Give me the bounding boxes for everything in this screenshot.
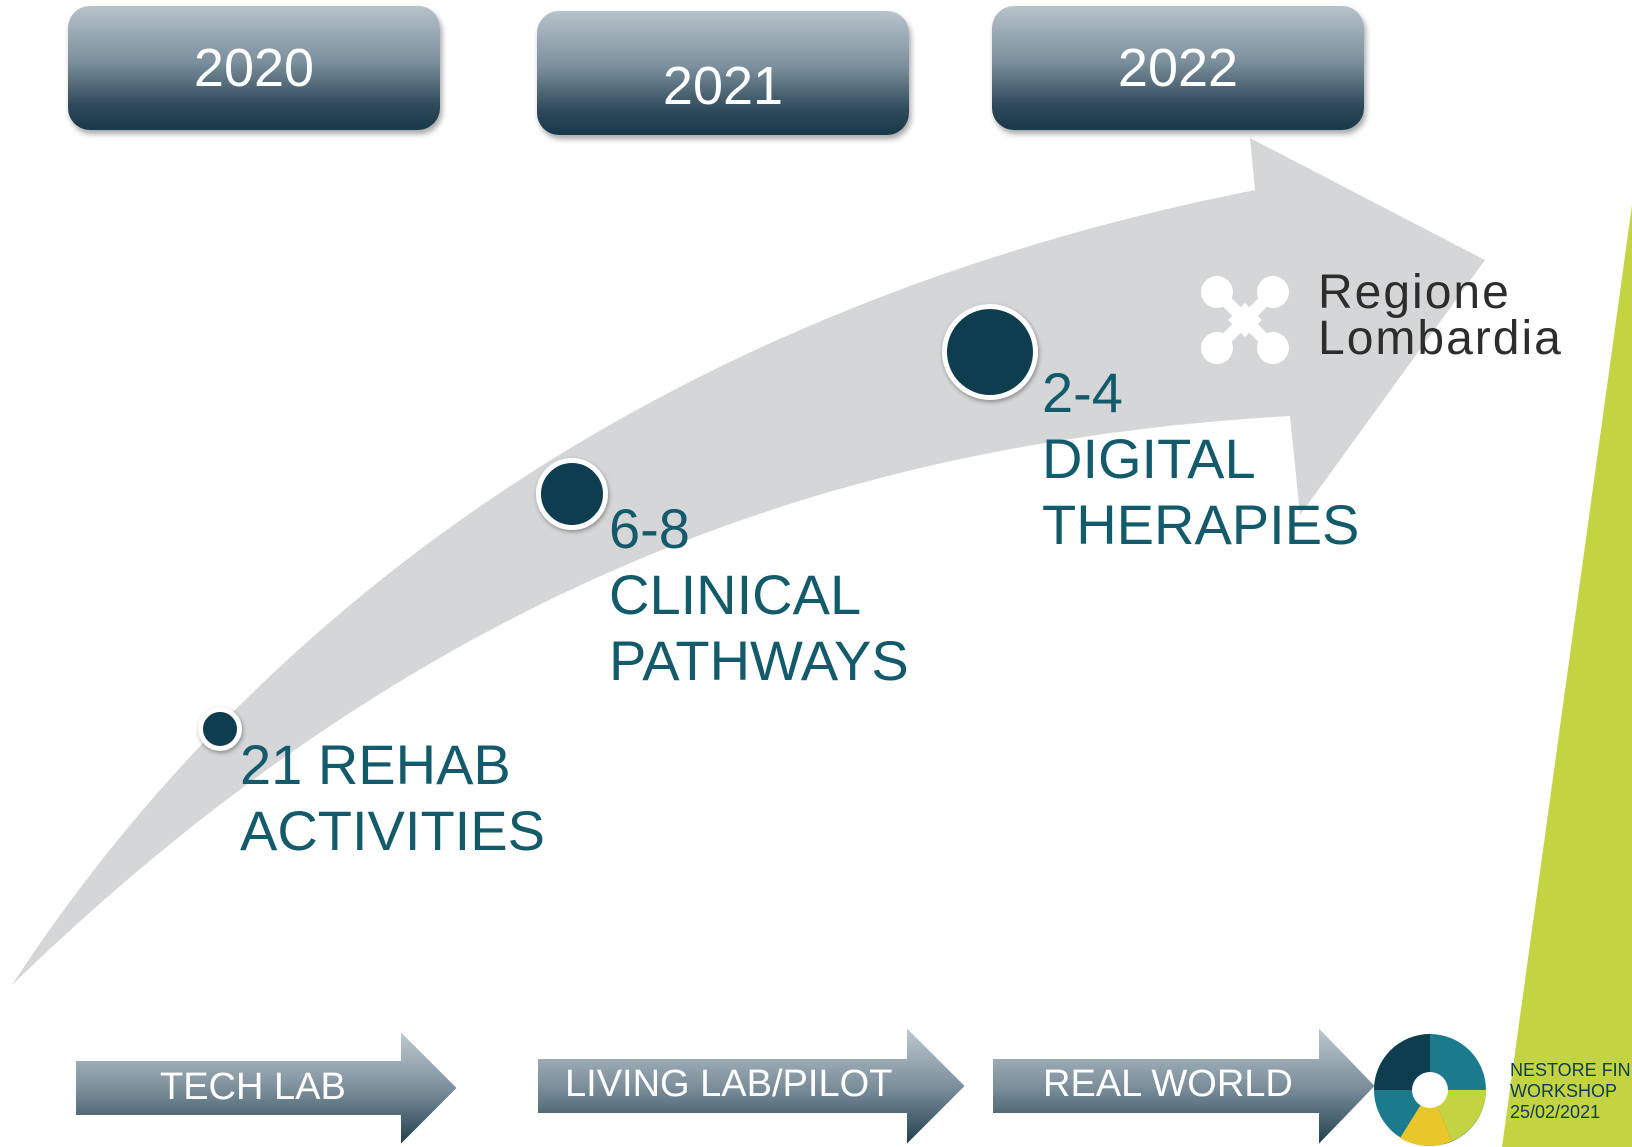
milestone-clinical-pathways: 6-8 CLINICAL PATHWAYS (609, 497, 909, 692)
milestone-digital-therapies: 2-4 DIGITAL THERAPIES (1042, 361, 1360, 556)
phase-arrow-living-lab (536, 1023, 968, 1147)
year-box-2021: 2021 (537, 11, 909, 135)
phase-arrow-real-world (991, 1023, 1378, 1147)
workshop-footer: NESTORE FIN WORKSHOP 25/02/2021 (1510, 1060, 1631, 1122)
year-box-2020: 2020 (68, 6, 440, 130)
year-label: 2022 (1117, 38, 1239, 98)
year-label: 2021 (662, 56, 784, 116)
year-label: 2020 (193, 38, 315, 98)
accent-green-band (1502, 205, 1632, 1147)
milestone-dot-medium (536, 458, 608, 530)
phase-label-tech-lab: TECH LAB (160, 1066, 346, 1108)
regione-lombardia-icon (1201, 276, 1289, 364)
phase-arrow-tech-lab (74, 1027, 460, 1147)
phase-label-living-lab: LIVING LAB/PILOT (565, 1063, 893, 1105)
year-box-2022: 2022 (992, 6, 1364, 130)
milestone-dot-small (198, 707, 242, 751)
growth-arrow (12, 138, 1485, 985)
milestone-dot-large (942, 304, 1038, 400)
nestore-logo (1374, 1034, 1486, 1147)
phase-label-real-world: REAL WORLD (1043, 1063, 1293, 1105)
milestone-rehab-activities: 21 REHAB ACTIVITIES (240, 733, 545, 862)
regione-lombardia-wordmark: Regione Lombardia (1318, 266, 1563, 365)
